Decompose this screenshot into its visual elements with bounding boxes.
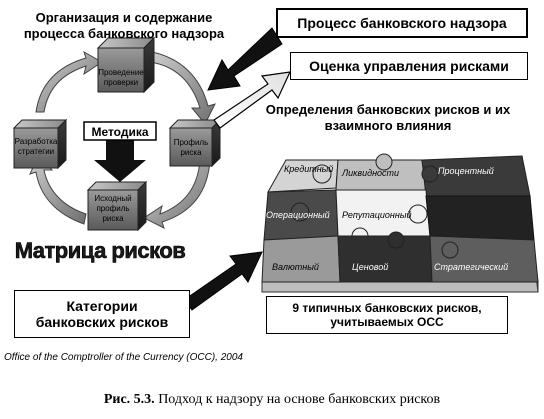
cube-top-label-line2: проверки xyxy=(104,78,138,87)
puzzle-piece-currency xyxy=(261,235,341,283)
black-arrow-to-typical-risks xyxy=(183,251,263,311)
puzzle-label-liquidity: Ликвидности xyxy=(341,168,399,178)
methodology-label: Методика xyxy=(91,125,148,139)
cube-bottom: Исходный профиль риска xyxy=(86,180,148,232)
cube-right: Профиль риска xyxy=(168,118,222,168)
cube-bottom-label-line2: профиль xyxy=(96,204,129,213)
cube-left-label-line1: Разработка xyxy=(15,137,58,146)
process-label-box: Процесс банковского надзора xyxy=(276,8,528,38)
cycle-arrow-right-bottom xyxy=(143,159,211,229)
black-arrow-from-process xyxy=(207,27,283,91)
cube-right-label-line2: риска xyxy=(180,148,202,157)
cycle-arrow-left-top xyxy=(35,50,103,113)
figure-caption: Рис. 5.3. Подход к надзору на основе бан… xyxy=(0,392,544,408)
typical-risks-line1: 9 типичных банковских рисков, xyxy=(292,301,482,315)
typical-risks-line2: учитываемых ОСС xyxy=(330,315,444,329)
cube-left-label-line2: стратегии xyxy=(18,147,54,156)
cube-right-label-line1: Профиль xyxy=(174,138,209,147)
categories-box: Категории банковских рисков xyxy=(14,290,190,338)
puzzle-label-strategic: Стратегический xyxy=(434,262,508,272)
puzzle-label-operational: Операционный xyxy=(266,210,330,220)
cube-left: Разработка стратегии xyxy=(12,118,68,170)
puzzle-label-interest: Процентный xyxy=(438,166,494,176)
cycle-arrows xyxy=(29,50,216,229)
cube-top-label-line1: Проведение xyxy=(98,68,144,77)
evaluation-label-box: Оценка управления рисками xyxy=(290,52,528,80)
methodology: Методика xyxy=(83,121,157,182)
evaluation-label: Оценка управления рисками xyxy=(309,58,509,74)
definitions-title-line1: Определения банковских рисков и их xyxy=(265,102,511,117)
caption-text: Подход к надзору на основе банковских ри… xyxy=(158,392,441,407)
left-title-line1: Организация и содержание xyxy=(35,10,213,25)
process-label: Процесс банковского надзора xyxy=(297,15,507,31)
caption-prefix: Рис. 5.3. xyxy=(103,392,155,407)
cycle-arrow-top-right xyxy=(149,51,216,125)
left-title-line2: процесса банковского надзора xyxy=(23,26,225,41)
cube-top: Проведение проверки xyxy=(96,36,156,94)
puzzle-label-currency: Валютный xyxy=(272,262,319,272)
risk-puzzle: Кредитный Ликвидности Процентный Операци… xyxy=(261,153,539,293)
categories-line2: банковских рисков xyxy=(35,314,169,330)
white-arrow-to-evaluation xyxy=(213,71,292,129)
definitions-title-line2: взаимного влияния xyxy=(324,118,452,133)
cube-bottom-label-line3: риска xyxy=(102,214,124,223)
puzzle-label-credit: Кредитный xyxy=(284,164,333,174)
typical-risks-box: 9 типичных банковских рисков, учитываемы… xyxy=(266,296,508,334)
puzzle-piece-dark-right xyxy=(425,195,535,241)
puzzle-label-reputational: Репутационный xyxy=(342,210,411,220)
risk-matrix-label: Матрица рисков xyxy=(15,238,186,263)
puzzle-label-price: Ценовой xyxy=(352,262,388,272)
cube-bottom-label-line1: Исходный xyxy=(94,194,131,203)
puzzle-board-edge xyxy=(261,281,539,293)
source-note: Office of the Comptroller of the Currenc… xyxy=(4,352,243,363)
methodology-down-arrow xyxy=(94,140,146,182)
puzzle-piece-price xyxy=(337,235,433,283)
categories-line1: Категории xyxy=(66,298,138,314)
